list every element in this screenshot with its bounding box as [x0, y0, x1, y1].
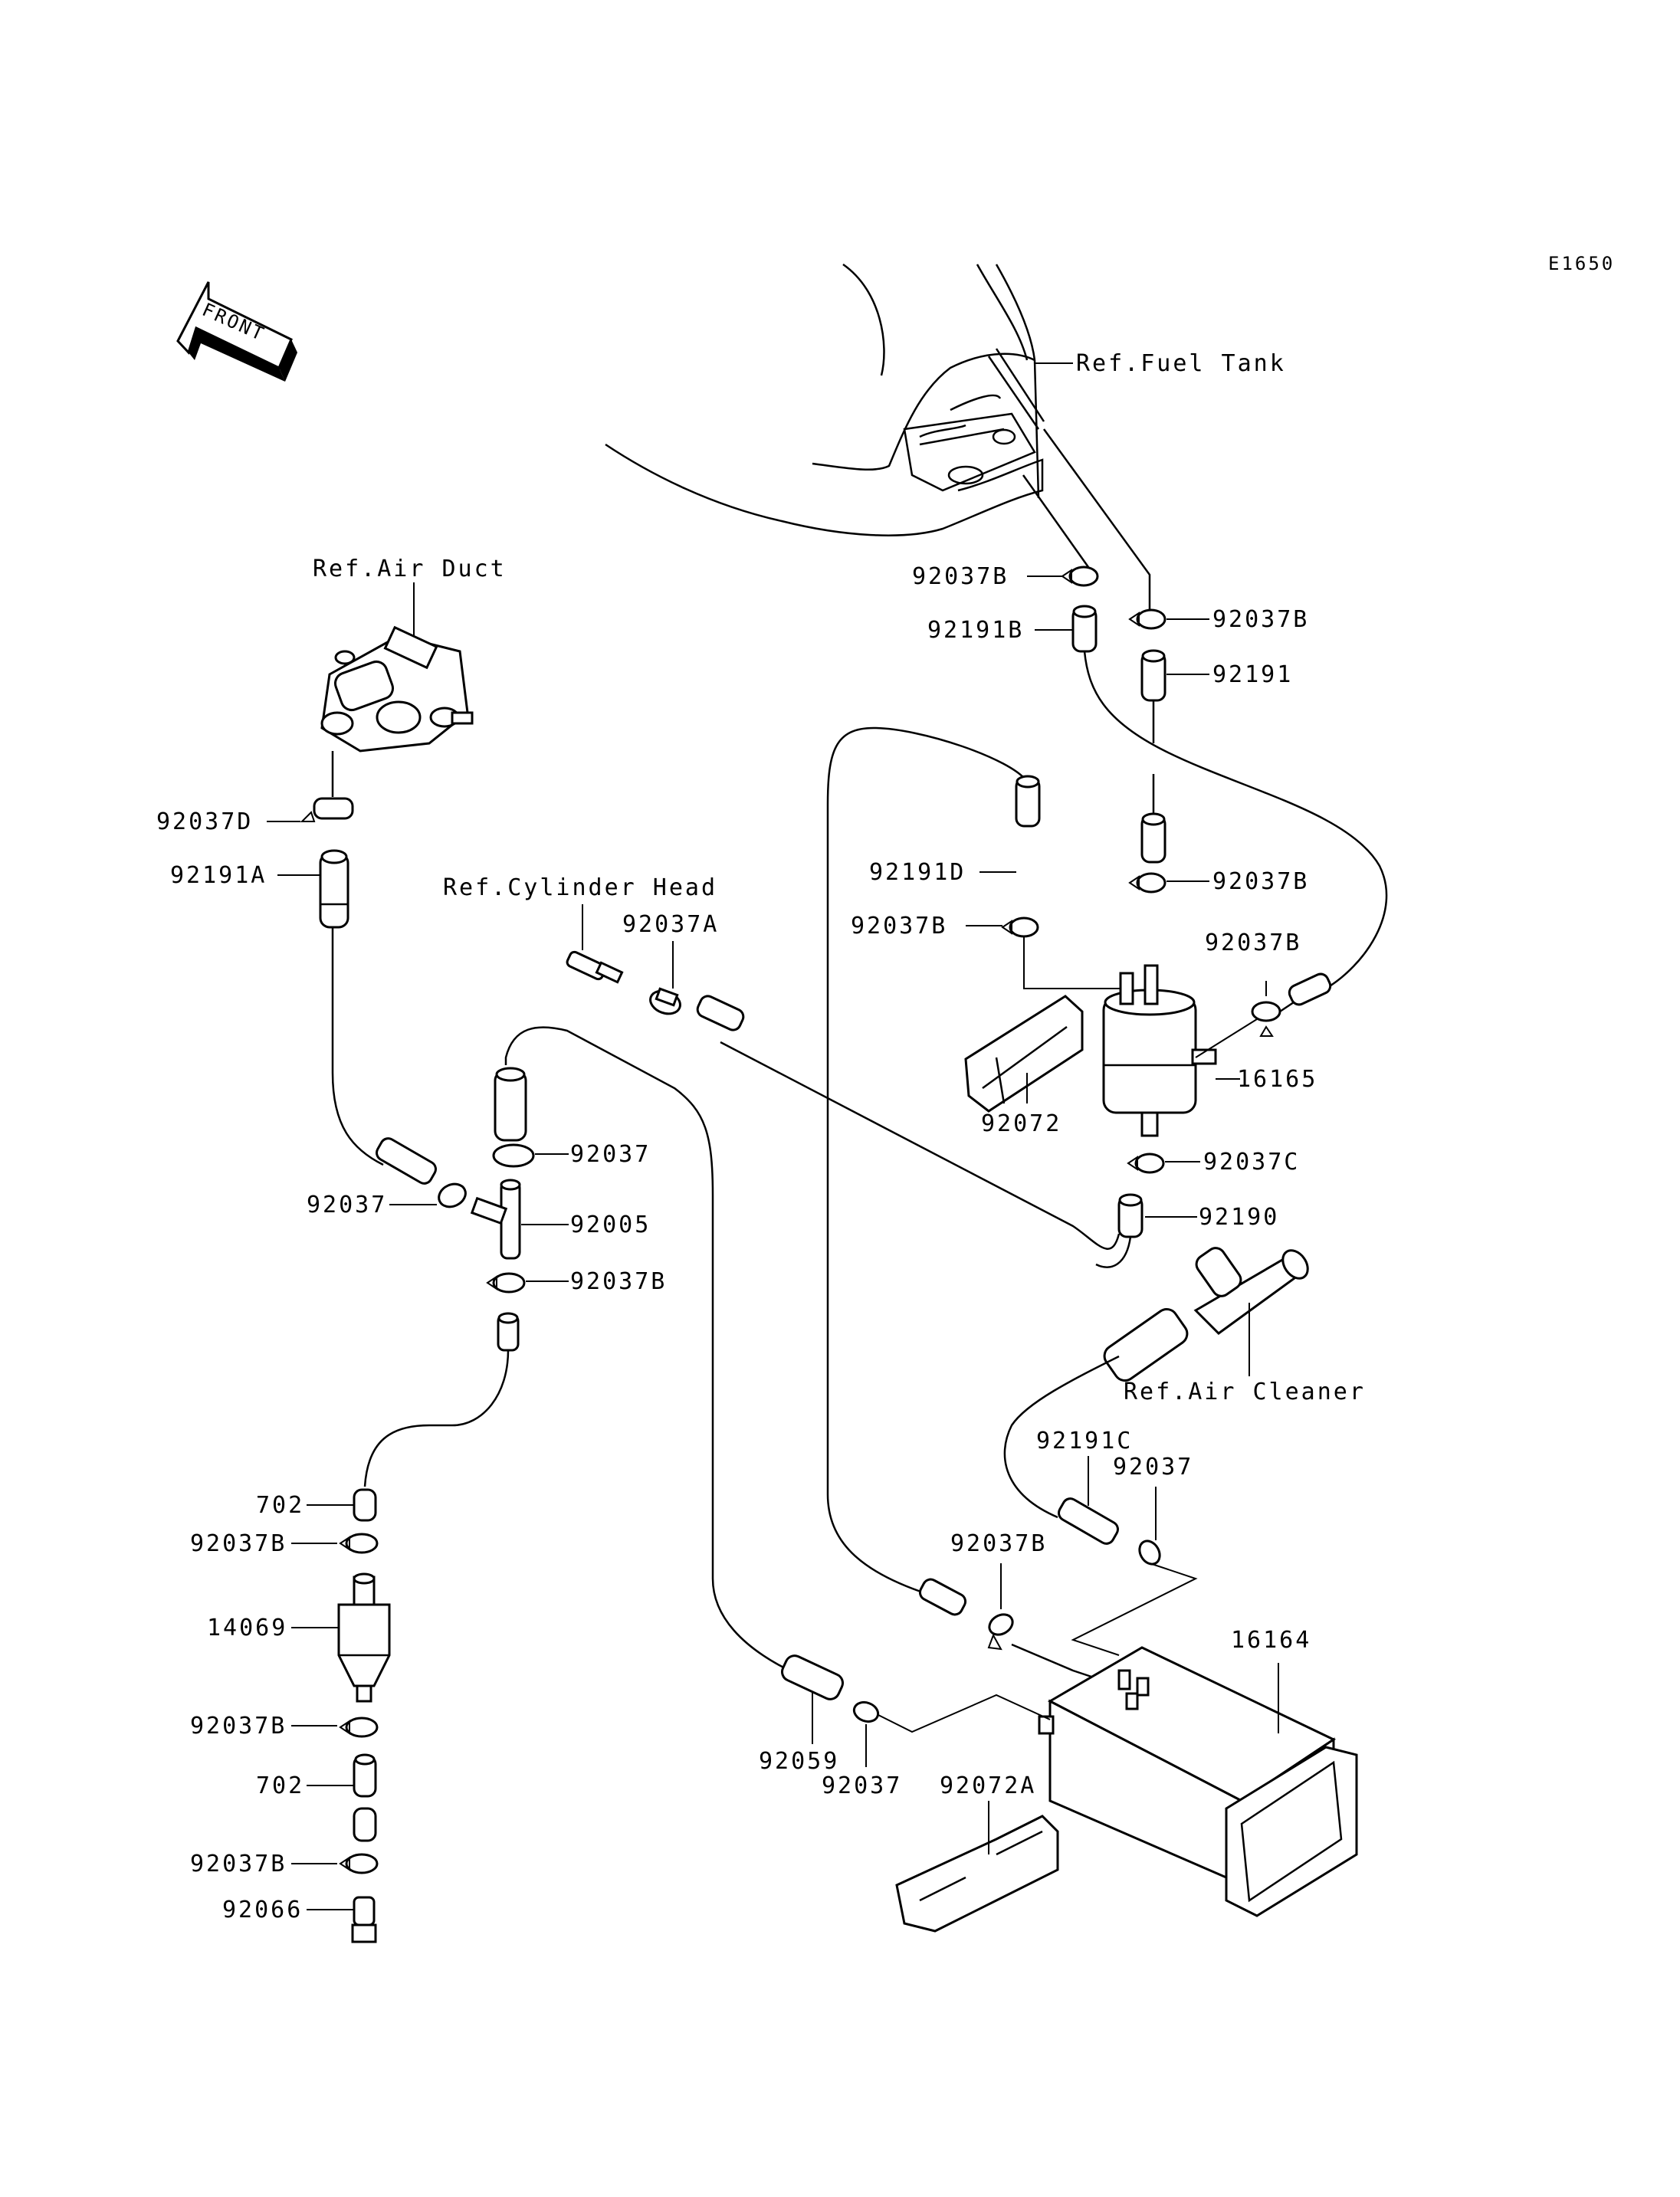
cylinder-head-nipple	[566, 950, 624, 984]
hose-92191-lower	[1140, 812, 1166, 864]
label-92037-upper: 92037	[570, 1141, 651, 1168]
ref-air-duct: Ref.Air Duct	[313, 556, 507, 582]
filter-14069	[337, 1572, 391, 1703]
clamp-92037C	[1127, 1153, 1165, 1174]
label-92059: 92059	[759, 1748, 839, 1775]
hose-piece-92037-left	[376, 1137, 437, 1185]
label-92191C: 92191C	[1036, 1428, 1133, 1454]
label-16165: 16165	[1237, 1066, 1317, 1093]
label-92072: 92072	[981, 1110, 1061, 1137]
clamp-92037B-right-filter	[1251, 1001, 1281, 1037]
canister-16164	[1038, 1646, 1358, 1917]
label-92190: 92190	[1199, 1204, 1279, 1231]
fuel-tank-outline	[605, 263, 1045, 536]
front-arrow-icon: FRONT	[176, 281, 297, 382]
label-92037B-bottom-left: 92037B	[190, 1851, 287, 1877]
ref-air-cleaner: Ref.Air Cleaner	[1124, 1379, 1366, 1405]
clamp-92037D	[300, 797, 354, 822]
label-92191D: 92191D	[869, 859, 966, 886]
label-92037-bottom: 92037	[822, 1772, 902, 1799]
label-92037B-upper-right: 92037B	[1212, 868, 1309, 895]
air-duct-valve	[320, 625, 474, 753]
label-92037-left: 92037	[307, 1192, 387, 1218]
hose-piece-right-filter	[1288, 972, 1332, 1006]
t-joint-92005	[470, 1179, 521, 1260]
clamp-92037B-tank-left	[1061, 566, 1099, 587]
clamp-92037B-tank-right	[1128, 608, 1166, 630]
label-702-lower: 702	[256, 1772, 304, 1799]
diagram-code: E1650	[1548, 253, 1615, 274]
label-16164: 16164	[1231, 1627, 1311, 1654]
hose-92190	[1117, 1193, 1144, 1238]
label-92037B-right-filter: 92037B	[1205, 930, 1301, 956]
hose-92191D	[1015, 775, 1041, 828]
label-92037B-center: 92037B	[570, 1268, 667, 1295]
label-92037B-left-filter: 92037B	[851, 913, 947, 939]
label-92037B-canister: 92037B	[950, 1530, 1047, 1557]
hose-92191A	[319, 849, 349, 929]
hose-92191	[1140, 649, 1166, 702]
label-92037B-lower-left: 92037B	[190, 1713, 287, 1740]
hose-92059	[781, 1654, 844, 1700]
hose-92191B	[1071, 605, 1098, 653]
clamp-92037-left	[438, 1182, 467, 1208]
bracket-92072	[964, 995, 1084, 1113]
filter-16165	[1102, 964, 1217, 1137]
label-92037-air-cleaner: 92037	[1113, 1454, 1193, 1481]
label-92037C: 92037C	[1203, 1149, 1300, 1176]
air-cleaner-joint	[1103, 1247, 1309, 1382]
clamp-92037B-bottom-left	[339, 1853, 379, 1874]
clamp-92037-bottom	[852, 1700, 880, 1723]
clamp-92037-air-cleaner	[1138, 1540, 1161, 1566]
bracket-92072A	[895, 1815, 1059, 1933]
plug-92066	[351, 1896, 377, 1943]
label-92005: 92005	[570, 1212, 651, 1238]
ref-fuel-tank: Ref.Fuel Tank	[1076, 350, 1286, 377]
label-92191A: 92191A	[170, 862, 267, 889]
label-92037B-upper-left: 92037B	[190, 1530, 287, 1557]
hose-92037-upper	[494, 1067, 527, 1142]
hose-piece-cylinder-head	[696, 995, 745, 1031]
label-92037D: 92037D	[156, 808, 253, 835]
hose-702-lower	[353, 1753, 377, 1842]
label-14069: 14069	[207, 1615, 287, 1641]
clamp-92037B-center	[486, 1272, 526, 1294]
clamp-92037B-upper-left	[339, 1533, 379, 1554]
hose-702-upper	[353, 1488, 377, 1522]
label-702-upper: 702	[256, 1492, 304, 1519]
clamp-92037B-lower-left	[339, 1717, 379, 1738]
ref-cylinder-head: Ref.Cylinder Head	[443, 874, 717, 901]
clamp-92037B-canister	[987, 1613, 1014, 1651]
label-92066: 92066	[222, 1897, 303, 1923]
label-92072A: 92072A	[940, 1772, 1036, 1799]
label-92191B: 92191B	[927, 617, 1024, 644]
clamp-92037-upper	[492, 1143, 535, 1168]
label-92037A: 92037A	[622, 911, 719, 938]
label-92037B-tank-right: 92037B	[1212, 606, 1309, 633]
label-92191: 92191	[1212, 661, 1293, 688]
label-92037B-tank-left: 92037B	[912, 563, 1009, 590]
clamp-92037B-left-filter	[1001, 917, 1039, 938]
hose-92191C	[1058, 1497, 1119, 1545]
hose-center-lower	[497, 1312, 520, 1352]
clamp-92037A	[649, 987, 681, 1015]
hose-piece-canister-left	[918, 1578, 967, 1616]
clamp-92037B-upper-right	[1128, 872, 1166, 894]
